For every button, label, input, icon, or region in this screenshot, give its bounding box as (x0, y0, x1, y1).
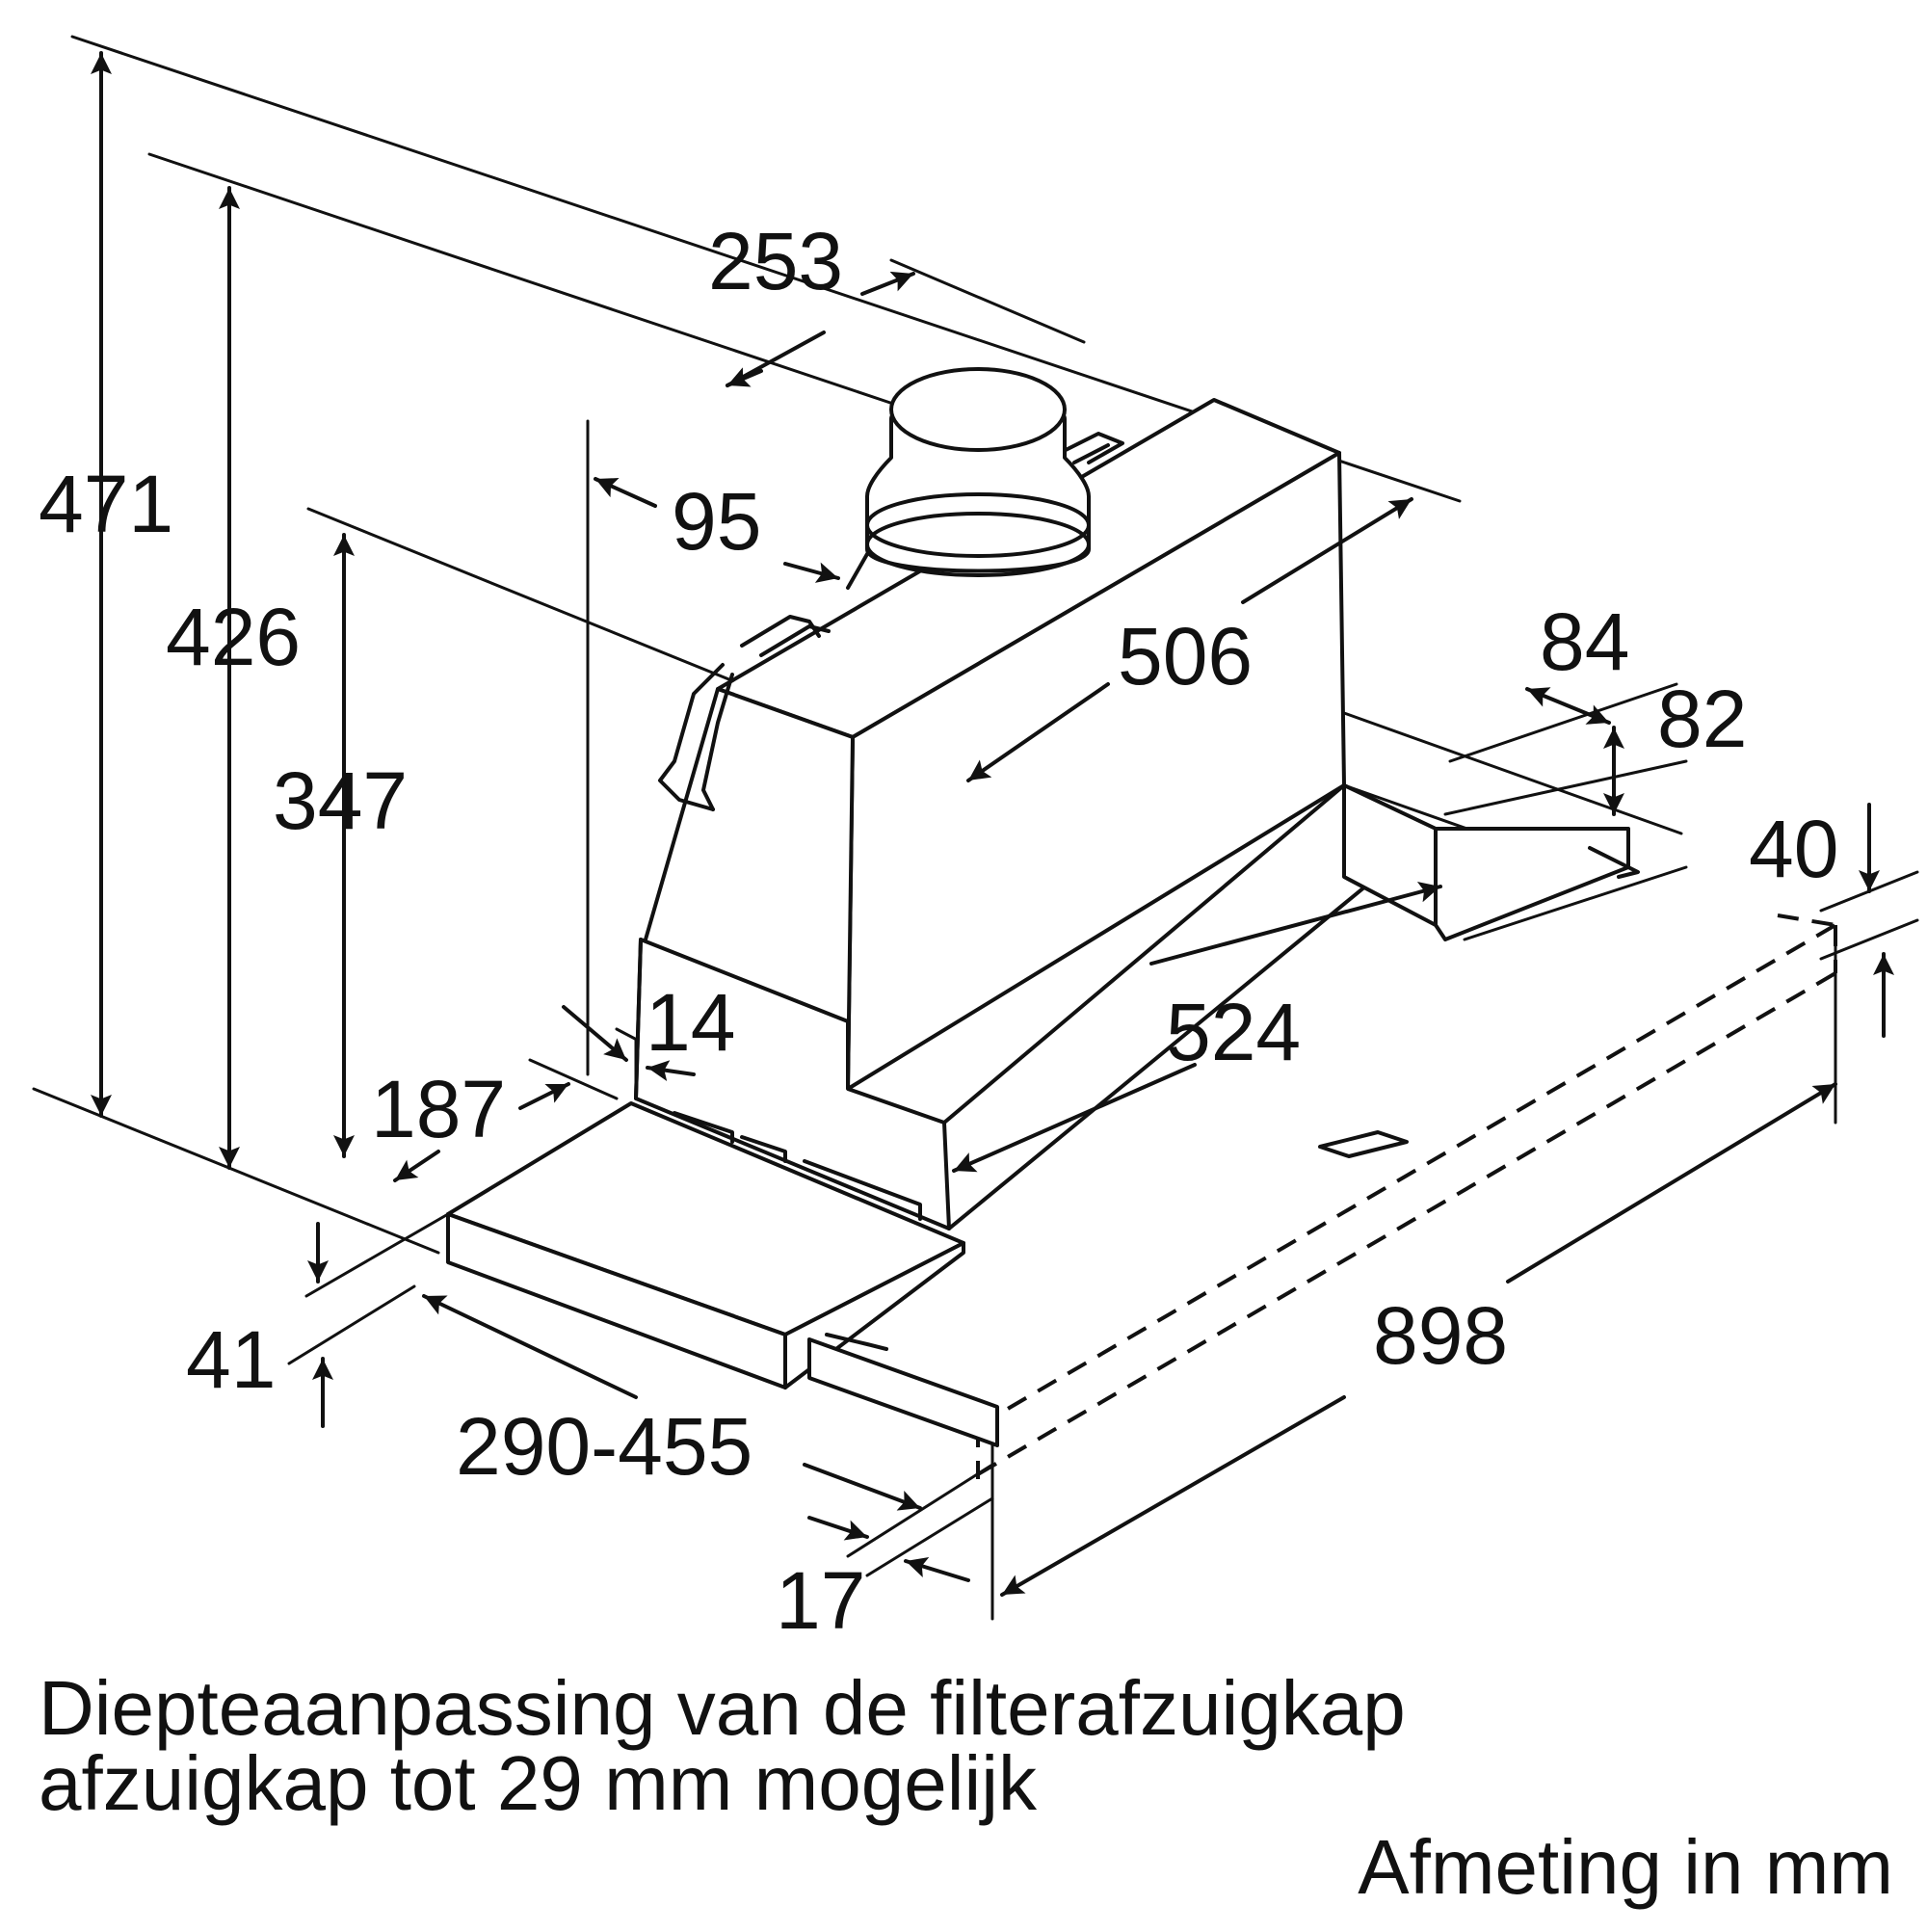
dim-898: 898 (1373, 1290, 1508, 1381)
dim-84: 84 (1540, 596, 1629, 687)
dim-426: 426 (166, 592, 301, 682)
dim-95: 95 (672, 476, 761, 567)
dimension-labels: 471 426 347 253 95 506 84 82 40 14 187 5… (39, 216, 1838, 1646)
dim-253: 253 (708, 216, 843, 306)
caption-line-2: afzuigkap tot 29 mm mogelijk (39, 1740, 1038, 1826)
exhaust-duct-collar (846, 367, 1091, 590)
dim-471: 471 (39, 459, 173, 549)
caption: Diepteaanpassing van de filterafzuigkap … (39, 1665, 1893, 1910)
dim-40: 40 (1749, 804, 1838, 894)
dim-506: 506 (1118, 611, 1253, 701)
dim-290-455: 290-455 (456, 1401, 752, 1492)
extension-lines (32, 35, 1919, 1621)
caption-line-1: Diepteaanpassing van de filterafzuigkap (39, 1665, 1406, 1751)
dim-347: 347 (273, 755, 408, 846)
dim-17: 17 (776, 1555, 865, 1646)
dim-524: 524 (1166, 987, 1301, 1077)
dim-82: 82 (1657, 674, 1747, 764)
dimension-lines (91, 51, 1894, 1597)
dim-41: 41 (186, 1314, 276, 1405)
dim-187: 187 (371, 1064, 506, 1154)
dim-14: 14 (646, 977, 735, 1068)
unit-note: Afmeting in mm (1358, 1824, 1893, 1910)
